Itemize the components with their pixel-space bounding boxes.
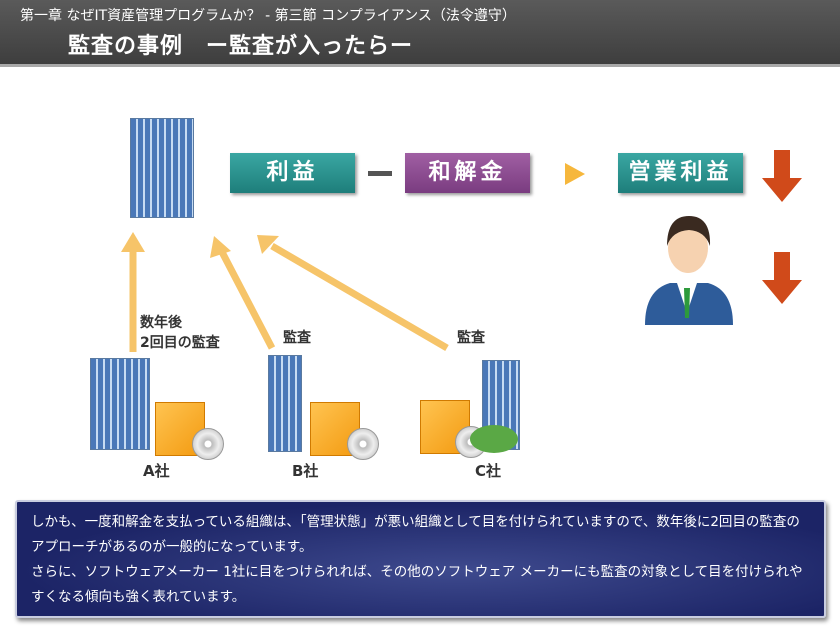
audit-label-b: 監査 — [283, 330, 311, 346]
tree-icon — [470, 425, 518, 453]
second-audit-line2: 2回目の監査 — [140, 335, 220, 351]
disc-icon — [347, 428, 379, 460]
operating-profit-label: 営業利益 — [618, 153, 743, 193]
audit-label-c: 監査 — [457, 330, 485, 346]
title-bar: 第一章 なぜIT資産管理プログラムか？ - 第三節 コンプライアンス（法令遵守）… — [0, 0, 840, 67]
explanation-box: しかも、一度和解金を支払っている組織は、「管理状態」が悪い組織として目を付けられ… — [15, 500, 826, 618]
chapter-subtitle: 第一章 なぜIT資産管理プログラムか？ - 第三節 コンプライアンス（法令遵守） — [20, 8, 516, 24]
settlement-label: 和解金 — [405, 153, 530, 193]
audit-arrow-c — [270, 242, 449, 352]
explanation-paragraph-2: さらに、ソフトウェアメーカー 1社に目をつけられれば、その他のソフトウェア メー… — [31, 564, 803, 605]
down-arrow-icon — [762, 252, 802, 304]
slide-title: 監査の事例 ー監査が入ったらー — [68, 34, 414, 59]
company-a-building-icon — [90, 358, 150, 450]
second-audit-line1: 数年後 — [140, 315, 182, 331]
explanation-paragraph-1: しかも、一度和解金を支払っている組織は、「管理状態」が悪い組織として目を付けられ… — [31, 514, 800, 555]
profit-label: 利益 — [230, 153, 355, 193]
company-b-building-icon — [268, 355, 302, 452]
company-a-label: A社 — [143, 462, 170, 480]
company-b-label: B社 — [292, 462, 319, 480]
company-c-label: C社 — [475, 462, 502, 480]
audit-arrow-b — [218, 250, 276, 350]
play-triangle-icon — [565, 163, 585, 185]
minus-sign — [368, 171, 392, 176]
worried-man-icon — [645, 216, 733, 325]
second-audit-label: 数年後 2回目の監査 — [140, 313, 220, 353]
disc-icon — [192, 428, 224, 460]
down-arrow-icon — [762, 150, 802, 202]
organization-building-icon — [130, 118, 194, 218]
